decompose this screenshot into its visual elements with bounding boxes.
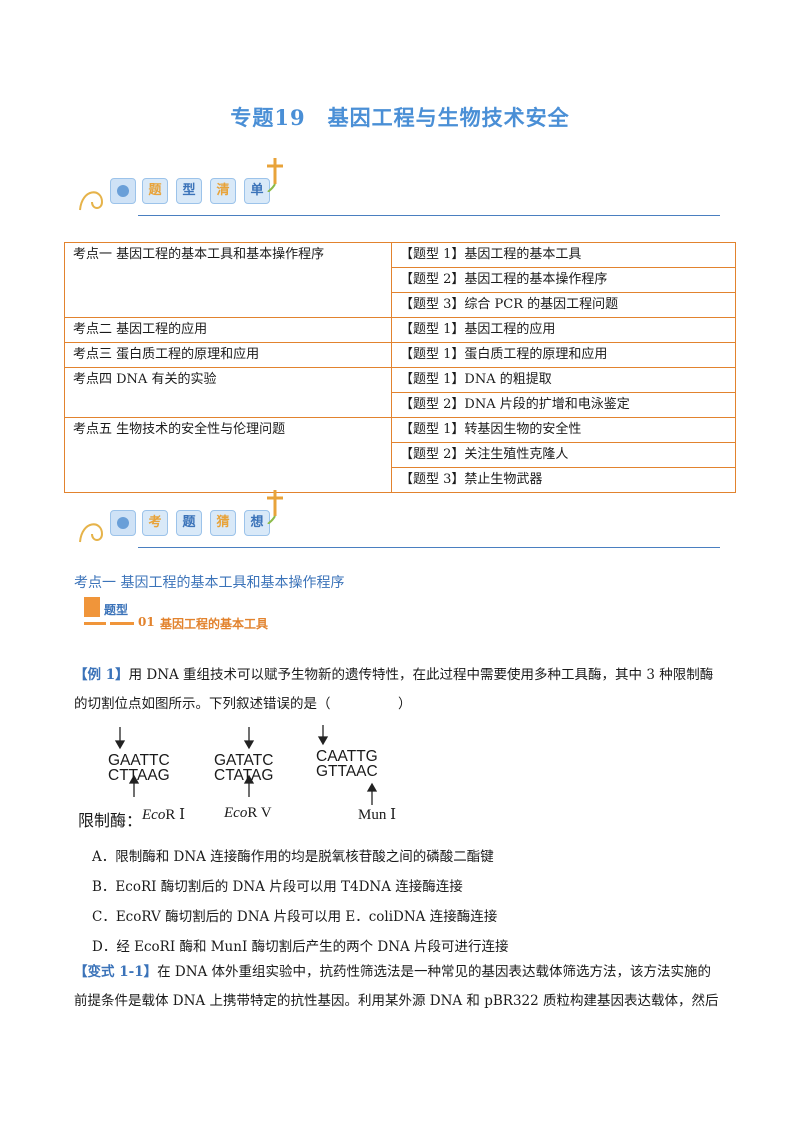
table-cell-tixing: 【题型 2】关注生殖性克隆人 (391, 442, 736, 468)
variant-line: 在 DNA 体外重组实验中，抗药性筛选法是一种常见的基因表达载体筛选方法，该方法… (157, 964, 712, 980)
enzyme-label: 限制酶： (78, 811, 143, 830)
table-cell-tixing: 【题型 1】蛋白质工程的原理和应用 (391, 342, 736, 368)
site-ecori: GAATTC CTTAAG (108, 752, 170, 784)
cross-sparkle-icon (267, 490, 283, 524)
seq-bottom: CTTAAG (108, 767, 170, 784)
table-cell-tixing: 【题型 1】基因工程的应用 (391, 317, 736, 343)
variant-tag: 【变式 1-1】 (74, 964, 158, 980)
cross-sparkle-icon (267, 158, 283, 192)
tixing-bar (84, 622, 106, 625)
table-cell-tixing: 【题型 3】禁止生物武器 (391, 467, 736, 493)
option-b: B．EcoRI 酶切割后的 DNA 片段可以用 T4DNA 连接酶连接 (92, 879, 463, 895)
table-row: 考点一 基因工程的基本工具和基本操作程序 【题型 1】基因工程的基本工具 (64, 242, 736, 318)
table-cell-kaodian: 考点五 生物技术的安全性与伦理问题 (64, 417, 392, 493)
table-cell-kaodian: 考点四 DNA 有关的实验 (64, 367, 392, 418)
table-cell-tixing: 【题型 2】DNA 片段的扩增和电泳鉴定 (391, 392, 736, 418)
table-row: 考点三 蛋白质工程的原理和应用 【题型 1】蛋白质工程的原理和应用 (64, 342, 736, 368)
banner-char: 型 (176, 178, 202, 204)
page-title: 专题19 基因工程与生物技术安全 (230, 105, 570, 130)
banner-char: 想 (244, 510, 270, 536)
seq-bottom: CTATAG (214, 767, 274, 784)
banner-char: 猜 (210, 510, 236, 536)
banner-char: 题 (142, 178, 168, 204)
banner-char: 考 (142, 510, 168, 536)
table-cell-kaodian: 考点三 蛋白质工程的原理和应用 (64, 342, 392, 368)
tixing-label: 题型 (104, 603, 129, 617)
table-row: 【题型 2】基因工程的基本操作程序 (65, 267, 736, 293)
table-cell-tixing: 【题型 3】综合 PCR 的基因工程问题 (391, 292, 736, 318)
option-c: C．EcoRV 酶切割后的 DNA 片段可以用 E．coliDNA 连接酶连接 (92, 909, 498, 925)
site-muni: CAATTG GTTAAC (316, 748, 378, 780)
swirl-decoration-icon (79, 191, 104, 211)
example-line: 用 DNA 重组技术可以赋予生物新的遗传特性，在此过程中需要使用多种工具酶，其中… (128, 667, 714, 683)
table-row: 【题型 3】综合 PCR 的基因工程问题 (65, 292, 736, 318)
kaodian-heading: 考点一 基因工程的基本工具和基本操作程序 (74, 575, 345, 591)
table-row: 考点二 基因工程的应用 【题型 1】基因工程的应用 (64, 317, 736, 343)
variant-line: 前提条件是载体 DNA 上携带特定的抗性基因。利用某外源 DNA 和 pBR32… (74, 993, 719, 1009)
tixing-bar (110, 622, 134, 625)
banner-char: 题 (176, 510, 202, 536)
enzyme-name-ecorv: EcoR V (224, 805, 272, 821)
question-type-table: 考点一 基因工程的基本工具和基本操作程序 【题型 1】基因工程的基本工具 【题型… (64, 242, 736, 493)
section-banner-question-types: 题 型 清 单 (78, 158, 720, 218)
variant-question: 【变式 1-1】在 DNA 体外重组实验中，抗药性筛选法是一种常见的基因表达载体… (74, 958, 724, 1016)
banner-char: 清 (210, 178, 236, 204)
restriction-site-figure: GAATTC CTTAAG GATATC CTATAG CAATTG GTTAA… (76, 725, 416, 835)
section-banner-predictions: 考 题 猜 想 (78, 490, 720, 550)
tixing-badge-block (84, 597, 100, 617)
option-d: D．经 EcoRI 酶和 MunI 酶切割后产生的两个 DNA 片段可进行连接 (92, 939, 509, 955)
example-tag: 【例 1】 (74, 667, 129, 683)
table-cell-tixing: 【题型 1】DNA 的粗提取 (391, 367, 736, 393)
dot-chip-icon (110, 510, 136, 536)
table-row: 考点四 DNA 有关的实验 【题型 1】DNA 的粗提取 (64, 367, 736, 418)
banner-rule (138, 215, 720, 216)
enzyme-name-muni: Mun Ⅰ (358, 807, 397, 823)
tixing-number: 01 (138, 615, 155, 629)
example-question: 【例 1】用 DNA 重组技术可以赋予生物新的遗传特性，在此过程中需要使用多种工… (74, 661, 724, 719)
table-cell-tixing: 【题型 1】基因工程的基本工具 (391, 242, 736, 268)
table-row: 考点五 生物技术的安全性与伦理问题 【题型 1】转基因生物的安全性 (64, 417, 736, 493)
site-ecorv: GATATC CTATAG (214, 752, 274, 784)
seq-top: GAATTC (108, 752, 170, 769)
seq-top: GATATC (214, 752, 274, 769)
table-cell-kaodian: 考点一 基因工程的基本工具和基本操作程序 (64, 242, 392, 318)
table-cell-kaodian: 考点二 基因工程的应用 (64, 317, 392, 343)
table-row: 【题型 3】禁止生物武器 (65, 467, 736, 493)
table-cell-tixing: 【题型 2】基因工程的基本操作程序 (391, 267, 736, 293)
table-cell-tixing: 【题型 1】转基因生物的安全性 (391, 417, 736, 443)
option-a: A．限制酶和 DNA 连接酶作用的均是脱氧核苷酸之间的磷酸二酯键 (92, 849, 494, 865)
example-line: 的切割位点如图所示。下列叙述错误的是（ ） (74, 696, 412, 712)
swirl-decoration-icon (79, 523, 104, 543)
table-row: 【题型 2】关注生殖性克隆人 (65, 442, 736, 468)
banner-rule (138, 547, 720, 548)
tixing-name: 基因工程的基本工具 (160, 617, 269, 631)
seq-top: CAATTG (316, 748, 378, 765)
enzyme-name-ecori: EcoR Ⅰ (142, 807, 186, 823)
cut-arrow-icons (114, 725, 378, 805)
dot-chip-icon (110, 178, 136, 204)
seq-bottom: GTTAAC (316, 763, 378, 780)
